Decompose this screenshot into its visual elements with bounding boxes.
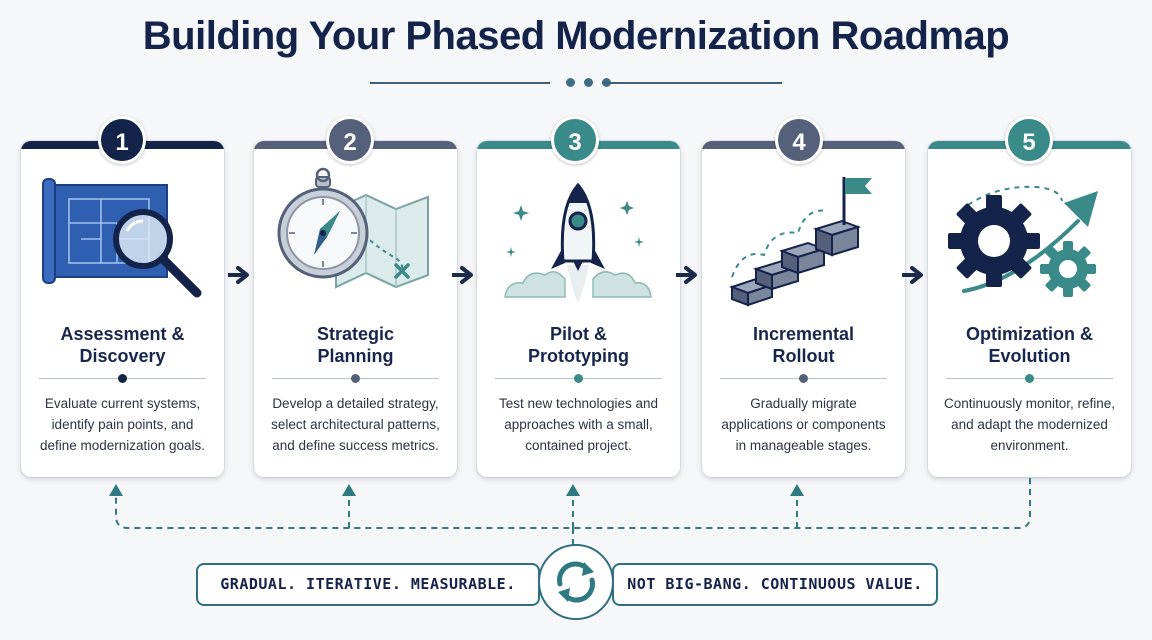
arrow-up-icon	[109, 484, 123, 496]
arrow-up-icon	[790, 484, 804, 496]
blueprint-magnifier-icon	[42, 178, 202, 298]
step-heading: Pilot & Prototyping	[528, 324, 629, 366]
step-description: Test new technologies and approaches wit…	[498, 396, 659, 453]
feedback-loop	[109, 478, 1031, 546]
step-number-badge-4: 4	[775, 116, 823, 164]
arrow-right-icon	[902, 266, 923, 284]
divider-dot	[799, 374, 808, 383]
stairs-flag-icon	[729, 177, 872, 307]
step-description: Gradually migrate applications or compon…	[721, 396, 886, 453]
divider-dot	[351, 374, 360, 383]
arrow-right-icon	[676, 266, 697, 284]
refresh-cycle-icon	[538, 544, 614, 620]
title-divider	[370, 78, 782, 87]
rocket-launch-icon	[504, 182, 652, 303]
step-number-badge-2: 2	[326, 116, 374, 164]
step-card-5: Optimization & Evolution Continuously mo…	[928, 141, 1131, 477]
gears-growth-icon	[948, 185, 1098, 297]
step-number-badge-5: 5	[1005, 116, 1053, 164]
step-description: Continuously monitor, refine, and adapt …	[943, 396, 1116, 453]
arrow-up-icon	[566, 484, 580, 496]
step-description: Evaluate current systems, identify pain …	[39, 396, 206, 453]
compass-map-icon	[277, 167, 429, 289]
step-heading: Strategic Planning	[316, 324, 395, 366]
step-heading: Assessment & Discovery	[60, 324, 185, 366]
arrow-right-icon	[452, 266, 473, 284]
step-card-3: Pilot & Prototyping Test new technologie…	[477, 141, 680, 477]
motto-right: NOT BIG-BANG. CONTINUOUS VALUE.	[612, 563, 938, 606]
step-heading: Optimization & Evolution	[966, 324, 1093, 366]
divider-dot	[118, 374, 127, 383]
arrow-up-icon	[342, 484, 356, 496]
divider-dot	[574, 374, 583, 383]
step-heading: Incremental Rollout	[752, 324, 855, 366]
step-number-badge-1: 1	[98, 116, 146, 164]
motto-left: GRADUAL. ITERATIVE. MEASURABLE.	[196, 563, 540, 606]
step-card-2: Strategic Planning Develop a detailed st…	[254, 141, 457, 477]
step-card-4: Incremental Rollout Gradually migrate ap…	[702, 141, 905, 477]
step-number-badge-3: 3	[551, 116, 599, 164]
page-title: Building Your Phased Modernization Roadm…	[142, 14, 1010, 58]
arrow-right-icon	[228, 266, 249, 284]
step-description: Develop a detailed strategy, select arch…	[271, 396, 440, 453]
step-card-1: Assessment & Discovery Evaluate current …	[21, 141, 224, 477]
divider-dot	[1025, 374, 1034, 383]
